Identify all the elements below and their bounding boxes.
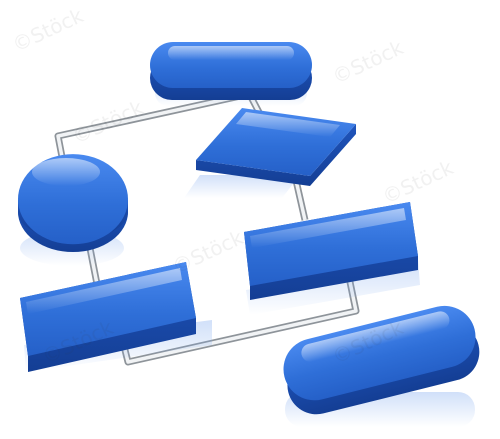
terminator-end-shape — [283, 305, 480, 415]
terminator-start-shape — [150, 42, 312, 100]
process-left-shape — [20, 262, 196, 372]
process-right-shape — [244, 202, 418, 300]
decision-shape — [196, 108, 356, 186]
connector-circle-shape — [18, 154, 128, 252]
